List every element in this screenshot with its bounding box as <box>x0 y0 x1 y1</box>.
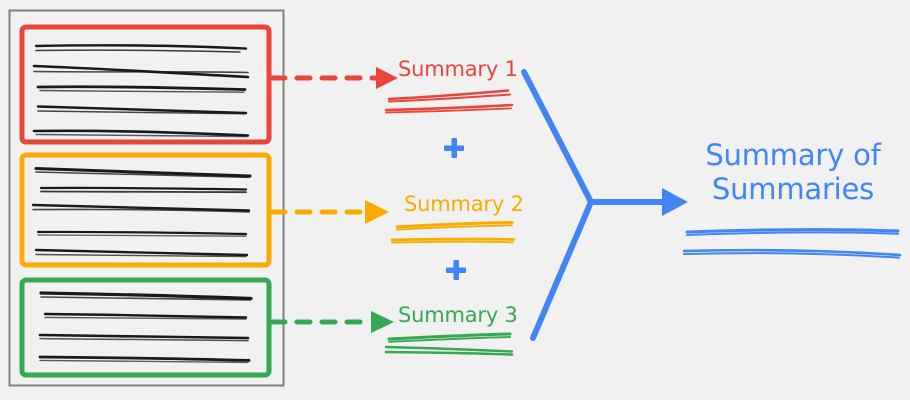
summary-3-underlines <box>384 332 514 356</box>
chunk-3-border <box>19 277 272 378</box>
final-output-line-2: Summaries <box>711 172 875 207</box>
summary-1-label: Summary 1 <box>398 57 518 81</box>
final-output-label: Summary of Summaries <box>700 138 886 206</box>
chunk-3-text-lines <box>38 291 253 364</box>
chunk-2-text-lines <box>31 167 252 258</box>
summary-2-label: Summary 2 <box>404 192 524 216</box>
final-output-line-1: Summary of <box>705 138 881 172</box>
chunk-1-border <box>19 24 272 145</box>
chunk-2[interactable] <box>19 152 272 268</box>
chunk-2-border <box>19 152 272 268</box>
summary-3-label: Summary 3 <box>398 303 518 327</box>
arrow-merge-to-final <box>521 69 668 341</box>
summary-2-underlines <box>390 221 516 244</box>
arrow-chunk-2-to-summary-2 <box>269 200 389 224</box>
chunk-1-text-lines <box>32 44 250 138</box>
final-output-underlines <box>682 228 902 259</box>
plus-1-icon <box>444 138 464 158</box>
arrow-chunk-1-to-summary-1 <box>269 67 398 89</box>
document-container <box>8 9 285 387</box>
arrow-merge-head <box>662 188 688 216</box>
chunk-3[interactable] <box>19 277 272 378</box>
plus-2-icon <box>446 260 466 280</box>
summary-1-underlines <box>384 89 514 114</box>
arrow-chunk-3-to-summary-3 <box>269 311 394 333</box>
chunk-1[interactable] <box>19 24 272 145</box>
